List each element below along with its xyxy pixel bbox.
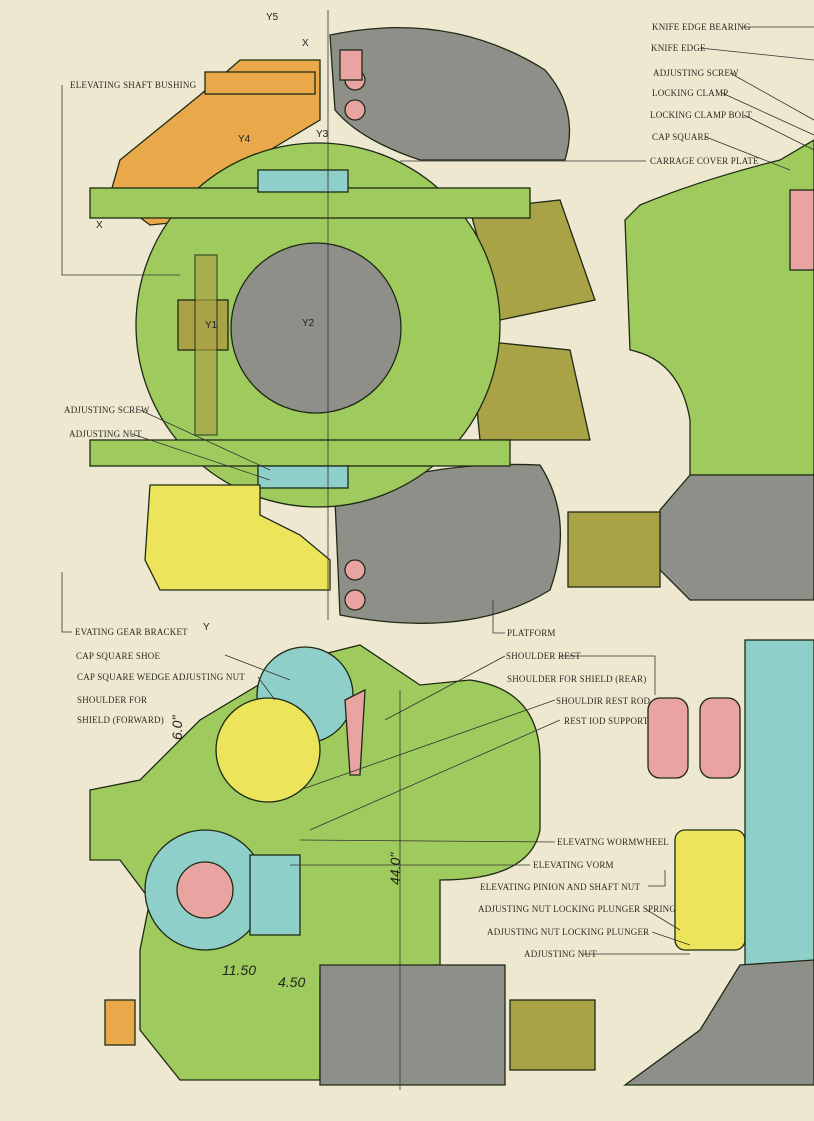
axis-y2: Y2: [302, 318, 315, 329]
axis-y4: Y4: [238, 134, 251, 145]
dimension-11-50: 11.50: [222, 962, 256, 978]
label-shoulder-for-shield-rear: SHOULDER FOR SHIELD (REAR): [507, 674, 646, 684]
label-knife-edge-bearing: KNIFE EDGE BEARING: [652, 22, 751, 32]
label-knife-edge: KNIFE EDGE: [651, 43, 706, 53]
dimension-6-0: 6.0": [169, 715, 185, 740]
elevating-gear-bracket: [144, 484, 331, 591]
label-adjusting-nut-bottom: ADJUSTING NUT: [524, 949, 597, 959]
label-adjusting-screw-right: ADJUSTING SCREW: [653, 68, 739, 78]
axis-x-left: X: [96, 220, 103, 231]
label-cap-square-wedge-adjusting-nut: CAP SQUARE WEDGE ADJUSTING NUT: [77, 672, 245, 682]
label-elevating-worm: ELEVATING VORM: [533, 860, 614, 870]
label-locking-clamp: LOCKING CLAMP: [652, 88, 728, 98]
shoulder-rest-side-view: [623, 639, 814, 1086]
label-cap-square: CAP SQUARE: [652, 132, 710, 142]
label-elevating-wormwheel: ELEVATNG WORMWHEEL: [557, 837, 669, 847]
label-locking-clamp-bolt: LOCKING CLAMP BOLT: [650, 110, 752, 120]
label-carriage-cover-plate: CARRAGE COVER PLATE: [650, 156, 759, 166]
pink-clamps: [339, 49, 366, 611]
axis-y3: Y3: [316, 129, 329, 140]
dimension-4-50: 4.50: [278, 974, 305, 990]
axis-y: Y: [203, 622, 210, 633]
gray-shield-top: [329, 27, 571, 161]
label-rest-rod-support: REST IOD SUPPORT: [564, 716, 649, 726]
axis-y5: Y5: [266, 12, 279, 23]
label-adjusting-nut-left: ADJUSTING NUT: [69, 429, 142, 439]
label-shoulder-for: SHOULDER FOR: [77, 695, 147, 705]
olive-shield-plates: [469, 199, 596, 441]
axis-y1: Y1: [205, 320, 218, 331]
dimension-44-0: 44.0": [387, 852, 403, 885]
label-shoulder-rest: SHOULDER REST: [506, 651, 581, 661]
carriage-body: [89, 142, 531, 508]
label-shield-forward: SHIELD (FORWARD): [77, 715, 164, 725]
label-adjusting-screw-left: ADJUSTING SCREW: [64, 405, 150, 415]
label-cap-square-shoe: CAP SQUARE SHOE: [76, 651, 160, 661]
label-platform: PLATFORM: [507, 628, 556, 638]
axis-x-top: X: [302, 38, 309, 49]
leader-lines: [61, 10, 814, 1090]
label-adjusting-nut-locking-plunger-spring: ADJUSTING NUT LOCKING PLUNGER SPRING: [478, 904, 676, 914]
label-elevating-gear-bracket: EVATING GEAR BRACKET: [75, 627, 188, 637]
label-shoulder-rest-rod: SHOULDIR REST ROD: [556, 696, 651, 706]
label-elevating-shaft-bushing: ELEVATING SHAFT BUSHING: [70, 80, 197, 90]
side-view-top-right: [567, 139, 814, 601]
label-elevating-pinion-shaft-nut: ELEVATING PINION AND SHAFT NUT: [480, 882, 640, 892]
carriage-side-view: [89, 644, 596, 1086]
label-adjusting-nut-locking-plunger: ADJUSTING NUT LOCKING PLUNGER: [487, 927, 649, 937]
